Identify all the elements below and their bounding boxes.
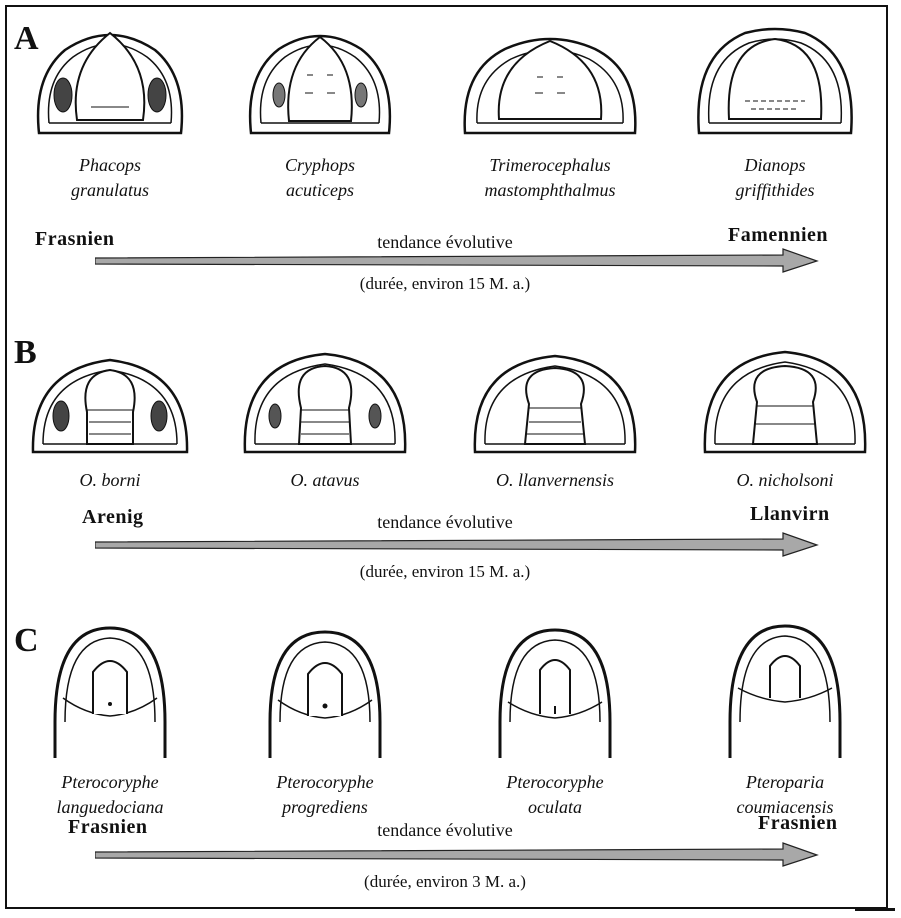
cephalon-drawing: [465, 340, 645, 460]
cephalon-drawing: [25, 340, 195, 460]
start-stage: Arenig: [82, 506, 144, 529]
cephalon-drawing: [685, 15, 865, 145]
time-arrow: [95, 842, 820, 868]
panel-b: B O. borni O. atavus: [0, 310, 901, 600]
time-arrow: [95, 248, 820, 274]
duration-label: (durée, environ 3 M. a.): [245, 872, 645, 892]
specimen-o-atavus: O. atavus: [230, 340, 420, 493]
corner-mark: [855, 908, 895, 911]
end-stage: Famennien: [728, 224, 828, 247]
time-arrow: [95, 532, 820, 558]
cephalon-drawing: [240, 622, 410, 762]
cephalon-drawing: [235, 15, 405, 145]
species-label: O. atavus: [230, 468, 420, 493]
cephalon-drawing: [700, 622, 870, 762]
cephalon-drawing: [470, 622, 640, 762]
cephalon-drawing: [25, 15, 195, 145]
specimen-o-nicholsoni: O. nicholsoni: [690, 340, 880, 493]
specimen-o-llanvernensis: O. llanvernensis: [460, 340, 650, 493]
species-label: O. llanvernensis: [460, 468, 650, 493]
species-label: O. borni: [15, 468, 205, 493]
cephalon-drawing: [25, 622, 195, 762]
cephalon-drawing: [695, 340, 875, 460]
trend-label: tendance évolutive: [245, 820, 645, 841]
species-label: O. nicholsoni: [690, 468, 880, 493]
cephalon-drawing: [455, 15, 645, 145]
duration-label: (durée, environ 15 M. a.): [245, 562, 645, 582]
trend-label: tendance évolutive: [245, 512, 645, 533]
end-stage: Frasnien: [758, 812, 838, 835]
duration-label: (durée, environ 15 M. a.): [245, 274, 645, 294]
start-stage: Frasnien: [68, 816, 148, 839]
specimen-o-borni: O. borni: [15, 340, 205, 493]
end-stage: Llanvirn: [750, 503, 830, 526]
cephalon-drawing: [235, 340, 415, 460]
